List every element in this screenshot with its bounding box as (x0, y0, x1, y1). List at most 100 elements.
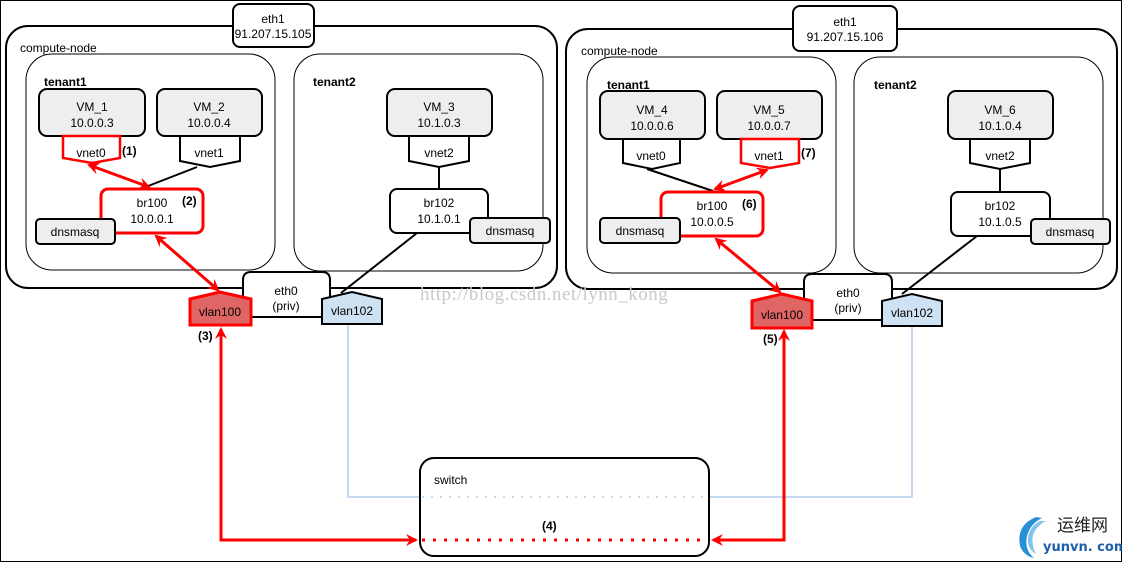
bridge-ip: 10.0.0.5 (690, 215, 734, 229)
step-1-label: (1) (122, 144, 137, 158)
eth0-name: eth0 (836, 286, 860, 300)
vnet1-node-1[interactable]: vnet1 (179, 135, 241, 169)
eth0-sub: (priv) (834, 301, 861, 315)
vm-6[interactable]: VM_6 10.1.0.4 (947, 90, 1054, 140)
br100-node-2[interactable]: br100 10.0.0.5 (659, 190, 765, 238)
br100-node-1[interactable]: br100 10.0.0.1 (99, 187, 205, 235)
br100-to-vlan100-red-link (714, 237, 782, 294)
vm-ip: 10.1.0.4 (978, 119, 1022, 133)
vlan-label: vlan100 (199, 305, 241, 319)
dnsmasq-label: dnsmasq (486, 224, 535, 238)
vnet-label: vnet2 (424, 146, 454, 160)
vm-ip: 10.0.0.7 (747, 119, 791, 133)
vnet1-to-br100-red-link (713, 167, 769, 192)
vlan100-node-2[interactable]: vlan100 (750, 292, 814, 330)
vm-name: VM_6 (984, 103, 1016, 117)
dnsmasq-tenant2-node-2[interactable]: dnsmasq (1030, 218, 1111, 245)
tenant2-node-2: tenant2 VM_6 10.1.0.4 vnet2 br102 10.1.0… (853, 56, 1111, 274)
eth0-sub: (priv) (272, 299, 299, 313)
dnsmasq-tenant1-node-1[interactable]: dnsmasq (35, 218, 116, 245)
vnet1-to-br100-link (142, 166, 198, 189)
br102-to-vlan102-link (901, 235, 978, 295)
tenant1-node-1: tenant1 VM_1 10.0.0.3 vnet0 (1) VM_2 10.… (25, 53, 276, 271)
switch-label: switch (434, 473, 467, 487)
logo-cn-text: 运维网 (1057, 516, 1108, 536)
bridge-ip: 10.1.0.1 (417, 212, 461, 226)
vm-ip: 10.1.0.3 (417, 116, 461, 130)
bridge-name: br100 (697, 199, 728, 213)
step-4-label: (4) (542, 519, 557, 533)
eth0-name: eth0 (274, 284, 298, 298)
br100-to-vlan100-red-link (154, 234, 220, 292)
br102-node-1[interactable]: br102 10.1.0.1 (389, 188, 489, 234)
eth1-node-2[interactable]: eth1 91.207.15.106 (792, 5, 898, 52)
vm-2[interactable]: VM_2 10.0.0.4 (156, 88, 263, 137)
vlan-label: vlan102 (891, 306, 933, 320)
vnet0-node-1[interactable]: vnet0 (61, 134, 122, 165)
bridge-name: br100 (137, 196, 168, 210)
bridge-ip: 10.1.0.5 (978, 215, 1022, 229)
vlan102-left-to-switch-link (347, 325, 420, 498)
watermark-text: http://blog.csdn.net/lynn_kong (420, 284, 668, 305)
tenant-label: tenant2 (313, 75, 356, 89)
vnet-label: vnet1 (754, 149, 784, 163)
eth1-name: eth1 (261, 12, 285, 26)
bridge-name: br102 (985, 199, 1016, 213)
tenant1-node-2: tenant1 VM_4 10.0.0.6 vnet0 VM_5 10.0.0.… (586, 56, 837, 274)
vlan100-node-1[interactable]: vlan100 (188, 290, 253, 327)
br102-to-vlan102-link (340, 232, 418, 294)
yunvn-logo: 运维网 yunvn. com (1019, 516, 1122, 558)
eth0-node-2[interactable]: eth0 (priv) (803, 273, 893, 321)
vnet-label: vnet1 (194, 146, 224, 160)
vm-name: VM_4 (636, 103, 668, 117)
vnet0-node-2[interactable]: vnet0 (622, 138, 681, 171)
vnet2-node-2[interactable]: vnet2 (969, 138, 1031, 171)
eth1-ip: 91.207.15.106 (807, 30, 884, 44)
vlan100-right-to-switch-red-link (711, 329, 790, 546)
compute-node-2-label: compute-node (581, 44, 658, 58)
vm-name: VM_3 (423, 100, 455, 114)
vm-name: VM_1 (76, 100, 108, 114)
vm-ip: 10.0.0.3 (70, 116, 114, 130)
vm-5[interactable]: VM_5 10.0.0.7 (716, 90, 823, 140)
tenant-label: tenant2 (874, 78, 917, 92)
vm-3[interactable]: VM_3 10.1.0.3 (386, 88, 493, 137)
vnet0-to-br100-link (646, 168, 714, 192)
eth1-node-1[interactable]: eth1 91.207.15.105 (232, 3, 315, 48)
tenant-label: tenant1 (44, 75, 87, 89)
step-2-label: (2) (182, 194, 197, 208)
dnsmasq-label: dnsmasq (51, 225, 100, 239)
compute-node-1: compute-node eth1 91.207.15.105 tenant1 … (5, 3, 558, 343)
dnsmasq-label: dnsmasq (616, 224, 665, 238)
vnet-label: vnet0 (636, 149, 666, 163)
dnsmasq-tenant1-node-2[interactable]: dnsmasq (599, 217, 681, 244)
vlan102-node-1[interactable]: vlan102 (321, 290, 383, 325)
br102-node-2[interactable]: br102 10.1.0.5 (950, 191, 1051, 237)
compute-node-2: compute-node eth1 91.207.15.106 tenant1 … (565, 5, 1118, 346)
vm-1[interactable]: VM_1 10.0.0.3 (38, 88, 146, 137)
vm-4[interactable]: VM_4 10.0.0.6 (599, 90, 706, 140)
vnet-label: vnet0 (76, 146, 106, 160)
eth1-ip: 91.207.15.105 (235, 27, 312, 41)
vlan-label: vlan102 (331, 304, 373, 318)
switch[interactable]: switch (4) (419, 457, 710, 557)
vlan100-left-to-switch-red-link (215, 327, 418, 546)
vlan102-right-to-switch-link (709, 327, 913, 498)
step-6-label: (6) (742, 197, 757, 211)
step-3-label: (3) (198, 329, 213, 343)
bridge-name: br102 (424, 196, 455, 210)
step-5-label: (5) (763, 332, 778, 346)
vm-name: VM_5 (753, 103, 785, 117)
eth0-node-1[interactable]: eth0 (priv) (242, 271, 331, 318)
logo-en-text: yunvn. com (1043, 540, 1122, 555)
bridge-ip: 10.0.0.1 (130, 212, 174, 226)
dnsmasq-label: dnsmasq (1046, 225, 1095, 239)
tenant-label: tenant1 (607, 78, 650, 92)
eth1-name: eth1 (833, 15, 857, 29)
step-7-label: (7) (801, 146, 816, 160)
vnet1-node-2[interactable]: vnet1 (739, 137, 801, 170)
dnsmasq-tenant2-node-1[interactable]: dnsmasq (469, 217, 551, 244)
vlan-label: vlan100 (761, 308, 803, 322)
vnet2-node-1[interactable]: vnet2 (408, 135, 470, 169)
vlan102-node-2[interactable]: vlan102 (881, 292, 943, 327)
